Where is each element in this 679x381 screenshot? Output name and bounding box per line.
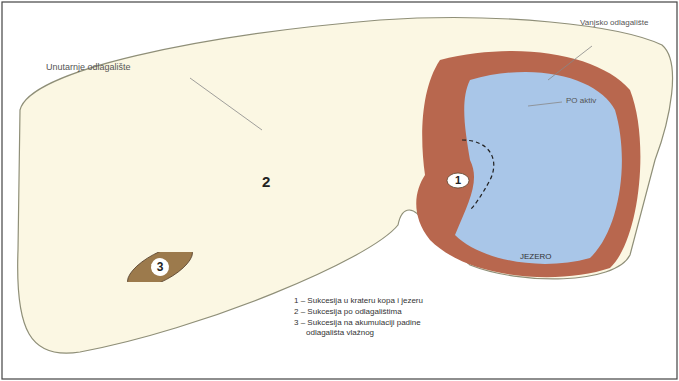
- callout-oval: 1: [446, 172, 470, 189]
- area-label: Unutarnje odlagalište: [46, 62, 131, 72]
- area-label: Vanjsko odlagalište: [580, 18, 650, 27]
- callout-number: 3: [157, 261, 164, 273]
- node-shape: [123, 252, 197, 282]
- leader-line: [190, 78, 262, 130]
- node-shape: [447, 173, 469, 188]
- legend-line: odlagališta vlažnog: [306, 328, 374, 337]
- node-shape: [123, 252, 197, 282]
- callout-number: 1: [455, 175, 461, 186]
- legend-line: 1 – Sukcesija u krateru kopa i jezeru: [294, 296, 423, 305]
- dump-outline: [18, 18, 673, 354]
- area-label: PO aktiv: [566, 96, 596, 105]
- zone-boundary: [462, 140, 494, 210]
- legend-line: 3 – Sukcesija na akumulaciji padine: [294, 318, 421, 327]
- leader-line: [548, 46, 592, 80]
- legend-line: 2 – Sukcesija po odlagalištima: [294, 307, 402, 316]
- callout-number: 2: [262, 174, 270, 189]
- number-disc: [148, 255, 172, 279]
- pit-rim: [416, 51, 640, 277]
- wet-patch: 3: [123, 252, 197, 282]
- area-label: JEZERO: [520, 252, 552, 261]
- leader-line: [528, 102, 562, 106]
- node-shape: [447, 173, 469, 188]
- lake: [455, 72, 622, 264]
